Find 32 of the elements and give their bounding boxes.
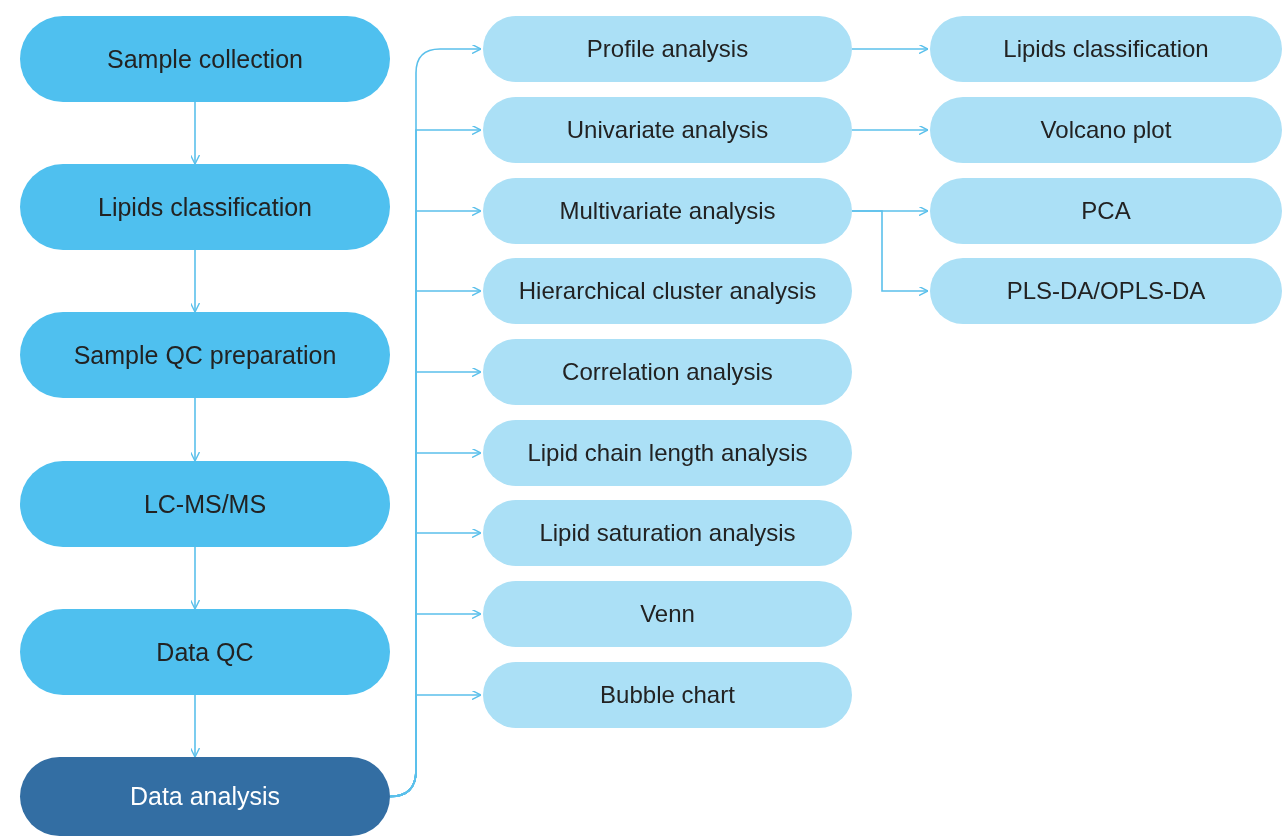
arrow: [189, 397, 201, 462]
box-label: Data QC: [156, 637, 254, 667]
box-label: Univariate analysis: [566, 116, 769, 144]
box-label: Lipid chain length analysis: [527, 439, 808, 467]
box-label: Lipids classification: [98, 192, 312, 222]
process-box: [930, 258, 1282, 324]
box-label: Lipid saturation analysis: [539, 519, 796, 547]
box-label: Venn: [640, 600, 695, 628]
box-label: Volcano plot: [1040, 116, 1172, 144]
arrow: [851, 210, 929, 297]
box-label: Sample collection: [107, 44, 303, 74]
process-box: [930, 97, 1282, 163]
box-label: LC-MS/MS: [143, 489, 267, 519]
box-label: PLS-DA/OPLS-DA: [1006, 277, 1206, 305]
box-label: Data analysis: [129, 782, 281, 811]
process-box: [930, 16, 1282, 82]
arrow: [851, 43, 929, 55]
box-label: Correlation analysis: [562, 358, 773, 386]
arrow: [189, 694, 201, 758]
box-label: Profile analysis: [586, 35, 749, 63]
box-label: PCA: [1081, 197, 1131, 225]
arrow: [189, 249, 201, 313]
box-label: Bubble chart: [600, 681, 735, 709]
box-label: Hierarchical cluster analysis: [518, 277, 817, 305]
arrow: [389, 689, 482, 798]
process-box: [930, 178, 1282, 244]
box-label: Sample QC preparation: [73, 340, 337, 370]
box-label: Multivariate analysis: [559, 197, 776, 225]
arrow: [851, 124, 929, 136]
box-label: Lipids classification: [1003, 35, 1209, 63]
arrow: [189, 546, 201, 610]
arrow: [189, 101, 201, 165]
